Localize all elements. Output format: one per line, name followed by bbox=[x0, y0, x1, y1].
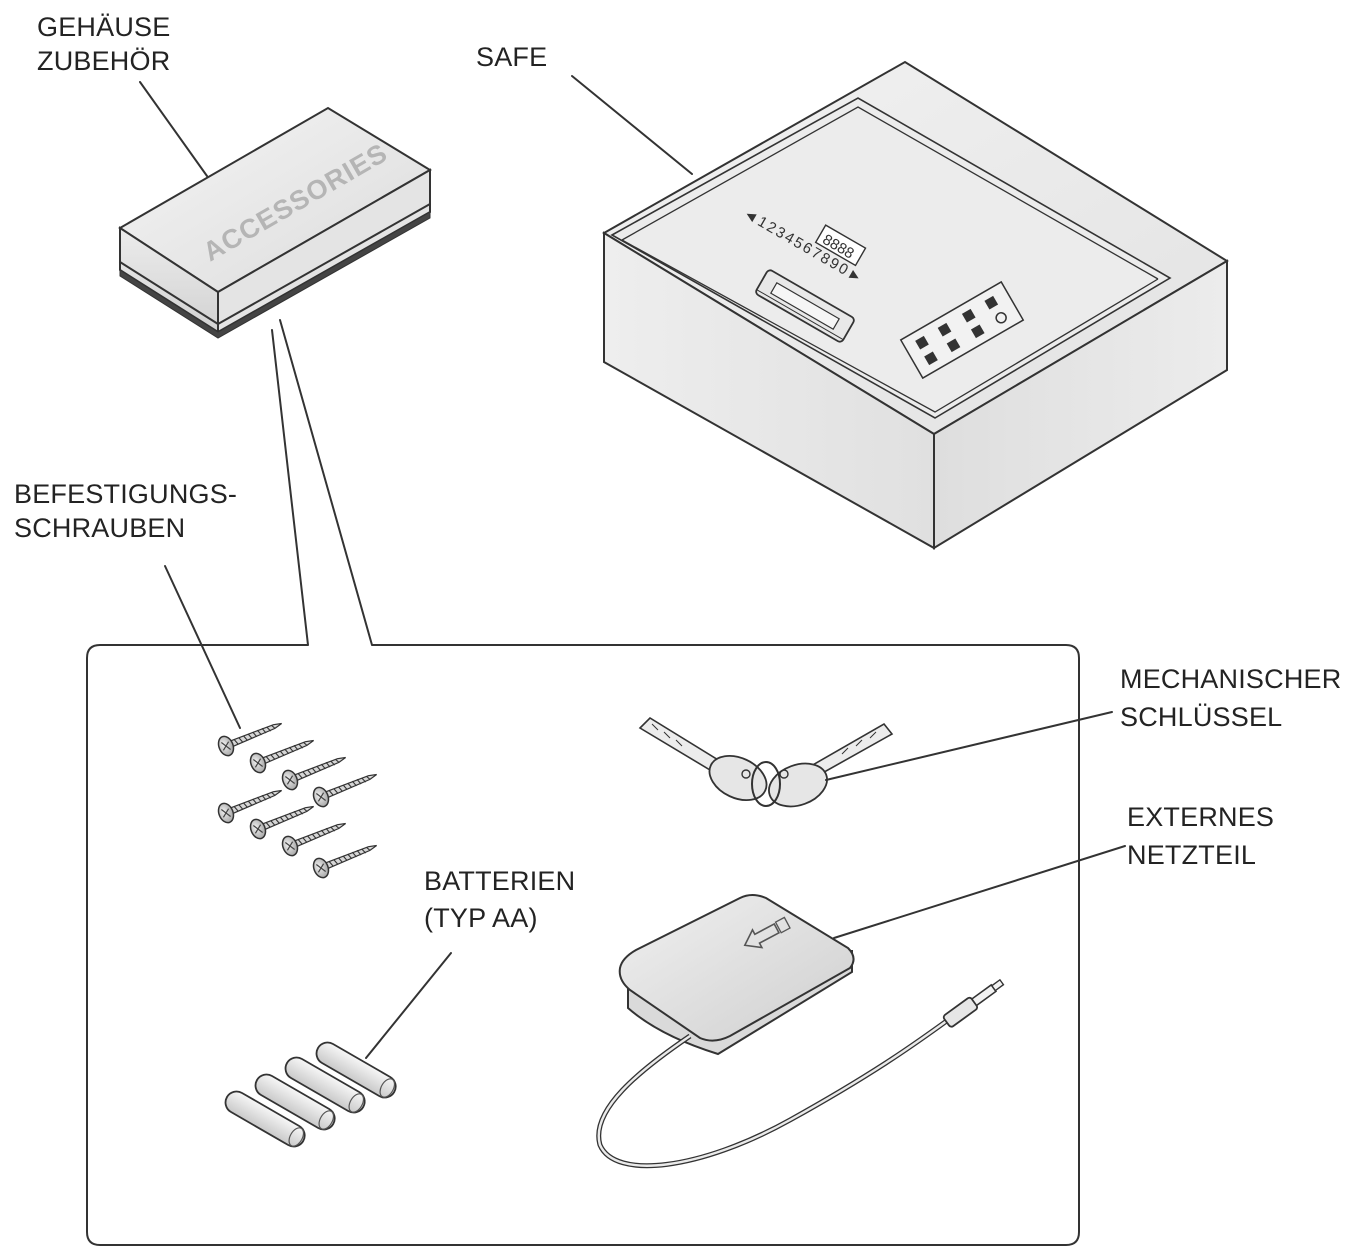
zoom-line-left bbox=[271, 329, 309, 646]
label-psu-2: NETZTEIL bbox=[1127, 840, 1256, 870]
screw bbox=[215, 780, 287, 826]
label-keys-2: SCHLÜSSEL bbox=[1120, 702, 1282, 732]
screw bbox=[310, 835, 382, 881]
accessories-contents-frame bbox=[86, 644, 1080, 1246]
screws bbox=[215, 713, 382, 881]
leader-keys bbox=[825, 711, 1113, 781]
label-psu-1: EXTERNES bbox=[1127, 802, 1274, 832]
zoom-line-right bbox=[279, 319, 373, 646]
leader-screws bbox=[164, 565, 241, 729]
label-keys-1: MECHANISCHER bbox=[1120, 664, 1341, 694]
leader-psu bbox=[833, 845, 1126, 939]
accessory-box: ACCESSORIES bbox=[118, 106, 432, 339]
key-right bbox=[768, 722, 894, 808]
batteries bbox=[220, 1037, 401, 1152]
label-gehaeuse-1: GEHÄUSE bbox=[37, 12, 170, 42]
screw bbox=[247, 796, 319, 842]
leader-batteries bbox=[365, 952, 452, 1059]
power-supply bbox=[596, 894, 1005, 1169]
label-screws-1: BEFESTIGUNGS- bbox=[14, 479, 237, 509]
plug-arrow-icon bbox=[743, 916, 791, 949]
keys bbox=[638, 716, 894, 808]
key-ring bbox=[751, 761, 781, 807]
leader-safe bbox=[571, 75, 693, 175]
label-screws-2: SCHRAUBEN bbox=[14, 513, 185, 543]
power-plug bbox=[942, 978, 1005, 1028]
label-batteries-1: BATTERIEN bbox=[424, 866, 575, 896]
power-cable bbox=[596, 1017, 950, 1169]
leader-gehaeuse bbox=[139, 81, 208, 177]
safe: ◄1234567890► 8888 bbox=[602, 60, 1229, 550]
safe-handle bbox=[755, 269, 855, 343]
screw bbox=[279, 747, 351, 793]
label-safe: SAFE bbox=[476, 42, 547, 72]
safe-instruction-panel bbox=[899, 280, 1025, 380]
screw bbox=[279, 813, 351, 859]
screw bbox=[310, 764, 382, 810]
screw bbox=[215, 713, 287, 759]
label-batteries-2: (TYP AA) bbox=[424, 903, 538, 933]
screw bbox=[247, 730, 319, 776]
label-gehaeuse-2: ZUBEHÖR bbox=[37, 46, 170, 76]
